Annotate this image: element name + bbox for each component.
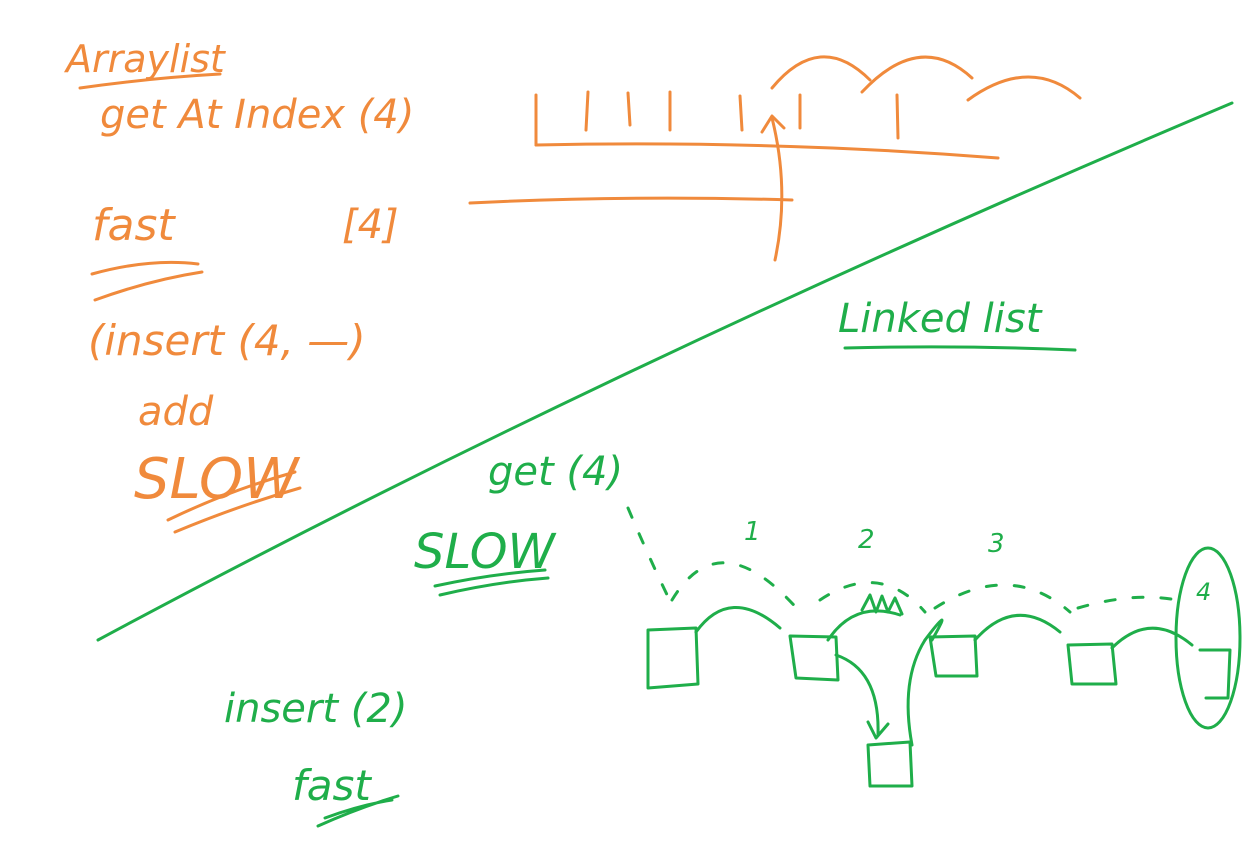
arraylist-slow-underline bbox=[166, 470, 302, 534]
linkedlist-get-line: get (4) bbox=[488, 449, 623, 495]
list-node bbox=[1198, 648, 1232, 700]
linkedlist-insert-line: insert (2) bbox=[224, 686, 407, 732]
array-baseline bbox=[534, 142, 1000, 160]
hop-mark: 3 bbox=[988, 529, 1005, 559]
array-cell-divider bbox=[895, 93, 900, 140]
diagonal-divider bbox=[96, 101, 1234, 642]
next-pointer-arc bbox=[973, 613, 1062, 642]
arraylist-get-line: get At Index (4) bbox=[100, 92, 414, 138]
list-node bbox=[788, 634, 840, 682]
erased-pointer-scribble bbox=[860, 593, 904, 616]
list-node bbox=[646, 626, 700, 690]
arraylist-add-label: add bbox=[138, 389, 214, 435]
linkedlist-slow-underline bbox=[433, 568, 550, 597]
next-pointer-arc bbox=[923, 618, 944, 642]
inserted-node bbox=[866, 740, 914, 788]
linkedlist-fast-label: fast bbox=[292, 761, 372, 810]
traversal-hop-arc bbox=[933, 583, 1072, 614]
arraylist-slow-label: SLOW bbox=[134, 447, 301, 512]
index-pointer-line bbox=[468, 196, 794, 205]
hop-mark: 1 bbox=[744, 517, 761, 547]
linkedlist-fast-underline bbox=[316, 794, 400, 828]
list-node bbox=[928, 634, 979, 678]
traversal-hop-arc bbox=[670, 561, 802, 614]
traversal-hop-arc bbox=[626, 506, 674, 607]
arraylist-section: Arraylist get At Index (4) fast [4] (ins… bbox=[63, 37, 1082, 534]
arraylist-title: Arraylist bbox=[63, 37, 227, 81]
next-pointer-arc bbox=[1110, 626, 1194, 650]
array-shift-arc bbox=[770, 55, 872, 90]
array-cell-divider bbox=[738, 94, 744, 132]
array-cell-divider bbox=[626, 91, 632, 127]
linkedlist-title-underline bbox=[843, 345, 1077, 352]
arraylist-title-underline bbox=[78, 72, 222, 90]
traversal-hop-arc bbox=[1076, 595, 1187, 610]
hop-mark: 2 bbox=[858, 525, 875, 555]
linkedlist-title: Linked list bbox=[838, 296, 1043, 342]
arraylist-fast-label: fast bbox=[92, 200, 176, 251]
linkedlist-section: Linked list get (4) SLOW 1 2 3 4 insert bbox=[224, 296, 1242, 828]
target-node-circle bbox=[1174, 546, 1242, 730]
insert-pointer-arc bbox=[826, 609, 902, 740]
arraylist-fast-underline bbox=[90, 260, 204, 302]
array-cell-divider bbox=[584, 90, 590, 132]
array-diagram bbox=[534, 55, 1082, 262]
next-pointer-arc bbox=[694, 606, 782, 634]
arraylist-index-label: [4] bbox=[342, 202, 399, 248]
array-shift-arc bbox=[860, 55, 974, 94]
array-shift-arc bbox=[966, 75, 1082, 102]
arraylist-insert-line: (insert (4, —) bbox=[88, 316, 366, 365]
insert-pointer-arc bbox=[906, 638, 927, 747]
list-node bbox=[1066, 642, 1118, 686]
target-node-label: 4 bbox=[1196, 578, 1211, 606]
array-insert-arrow bbox=[760, 114, 786, 262]
traversal-hop-arc bbox=[818, 581, 927, 614]
